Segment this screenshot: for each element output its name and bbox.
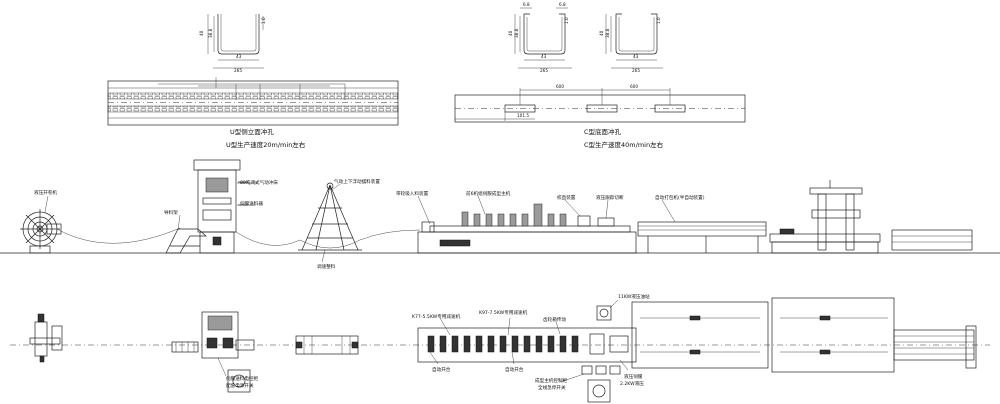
- c-offset: 101.5: [517, 113, 529, 118]
- c1-dim-bottom: 43: [541, 54, 547, 59]
- label-hydraulic-servo: 液压伺服: [624, 373, 643, 380]
- c-caption-2: C型生产速度40m/min左右: [584, 140, 664, 149]
- c2-dim-bottom: 43: [633, 54, 639, 59]
- label-auto-open-2: 自动开合: [505, 366, 524, 373]
- c2-dim-height-left: 40: [599, 30, 604, 36]
- guide-top: [171, 341, 199, 353]
- top-view-leaders: [217, 299, 629, 383]
- u-dim-overall: 265: [234, 68, 242, 73]
- runout-table-side: [637, 221, 767, 253]
- label-servo-feeder: 伺服送料器: [240, 200, 263, 207]
- c-pitch-1: 600: [556, 84, 564, 89]
- label-feeding-device: 带轮吸入料装置: [396, 190, 429, 197]
- c1-dim-thick: 1.0: [564, 17, 569, 24]
- label-forming-main: 前6机组伺服成型主机: [466, 190, 511, 197]
- label-hydraulic-station: 11KW液压油站: [618, 293, 650, 300]
- c-profile-section-1: 6.8 6.8 40 38.8 1.0 43 265: [508, 2, 572, 73]
- label-packing-machine: 自动打包机(半自动装置): [655, 194, 705, 201]
- label-hydraulic-cutting: 液压跟踪切断: [596, 194, 624, 201]
- u-strip-drawing: [107, 77, 399, 126]
- c1-dim-flange-r: 6.8: [559, 2, 566, 7]
- label-servo-feed-cabinet: 伺服送料电控柜: [226, 375, 259, 382]
- press-top: [201, 311, 255, 359]
- stacker-side: [769, 180, 973, 254]
- forming-machine-top: [417, 305, 637, 363]
- control-cabinets: [227, 365, 621, 403]
- stacker-top: [771, 297, 977, 373]
- c2-dim-height-right: 38.8: [605, 28, 610, 38]
- label-press: 80吨闭式气动冲床: [240, 179, 278, 186]
- label-emergency-stop: 全线急停开关: [538, 384, 566, 391]
- u-caption-2: U型生产速度20m/min左右: [226, 140, 306, 149]
- label-forming-control-cabinet: 成型主机控制柜: [535, 377, 568, 384]
- label-hydraulic-decoiler: 液压开卷机: [34, 189, 57, 196]
- u-dim-height-left: 40: [199, 30, 204, 36]
- c2-dim-thick: 1.0: [656, 17, 661, 24]
- c-profile-section-2: 40 38.8 1.0 43 265: [599, 13, 663, 73]
- label-k77-reducer: K77-5.5KW专用减速机: [412, 313, 461, 320]
- c-pitch-2: 600: [630, 84, 638, 89]
- press-machine: [193, 159, 248, 254]
- u-dim-height-right: 38.8: [208, 28, 213, 38]
- label-power-switch: 配套电源开关: [226, 382, 254, 389]
- label-gearbox-drive: 齿轮箱传动: [543, 316, 566, 323]
- swing-top: [295, 335, 359, 355]
- runout-top: [631, 301, 769, 369]
- side-view-leaders: [44, 182, 676, 263]
- c2-dim-overall: 265: [632, 68, 640, 73]
- label-guide-stand: 导料架: [164, 209, 178, 216]
- strip-loop-2: [235, 231, 301, 246]
- decoiler-top: [29, 313, 63, 363]
- c-strip-drawing: 600 600 101.5: [454, 84, 746, 123]
- c1-dim-flange-l: 6.8: [523, 2, 530, 7]
- decoiler: [20, 209, 62, 254]
- label-auto-open-1: 自动开合: [432, 366, 451, 373]
- u-dim-bottom: 43: [236, 54, 242, 59]
- label-swing-device: 气动上下浮动摆料装置: [334, 178, 380, 185]
- u-profile-section: 40 38.8 1.0 43 265: [199, 14, 266, 73]
- strip-loop-1: [56, 227, 181, 244]
- u-dim-thick: 1.0: [261, 17, 266, 24]
- forming-machine-side: [417, 203, 637, 254]
- c1-dim-height-left: 40: [508, 30, 513, 36]
- label-speed-regulating: 调速整料: [317, 263, 336, 270]
- strip-loop-3: [299, 229, 421, 249]
- c1-dim-height-right: 38.8: [514, 28, 519, 38]
- label-straightening: 校直装置: [557, 194, 576, 201]
- swing-frame: [298, 182, 362, 251]
- label-hydraulic-2-2kw: 2.2KW液压: [620, 380, 644, 387]
- label-k97-reducer: K97-7.5KW专用减速机: [479, 309, 528, 316]
- u-caption-1: U型侧立面冲孔: [230, 127, 274, 136]
- c1-dim-overall: 265: [540, 68, 548, 73]
- c-caption-1: C型底面冲孔: [584, 127, 622, 136]
